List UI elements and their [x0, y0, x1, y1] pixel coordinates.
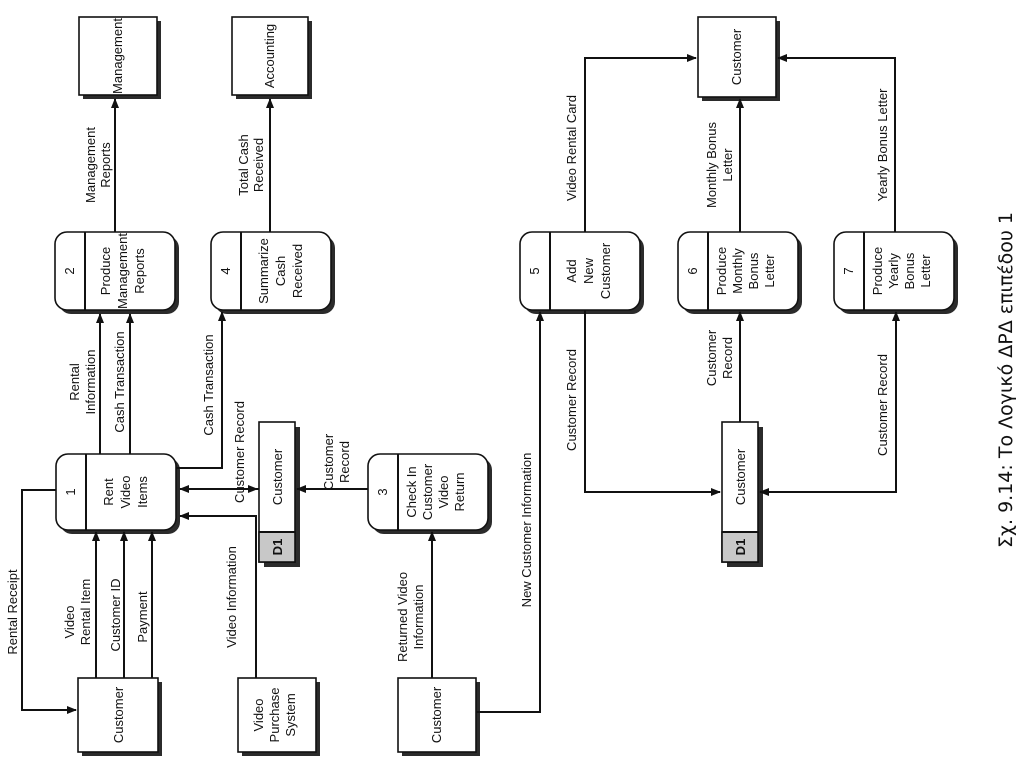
- flow-label: Rental Item: [78, 579, 93, 645]
- process-5-line: Customer: [598, 242, 613, 299]
- flow-label: Video: [62, 605, 77, 638]
- process-4-line: Received: [290, 244, 305, 298]
- process-7-produce-yearly-bonus-letter: 7 Produce Yearly Bonus Letter: [833, 231, 958, 314]
- flow-label: Customer ID: [108, 579, 123, 652]
- process-6-id: 6: [685, 267, 700, 274]
- flow-lines: [21, 54, 900, 714]
- process-4-summarize-cash-received: 4 Summarize Cash Received: [210, 231, 335, 314]
- flow-video-rental-card-line: [584, 54, 697, 232]
- process-6-line: Bonus: [746, 252, 761, 289]
- flow-customer-record-5-line: [760, 311, 900, 493]
- entity-accounting-label: Accounting: [262, 24, 277, 88]
- flow-label: New Customer Information: [519, 453, 534, 608]
- flow-label: Cash Transaction: [112, 331, 127, 432]
- process-3-line: Customer: [420, 463, 435, 520]
- data-store-label: Customer: [270, 448, 285, 505]
- process-3-check-in-customer-video-return: 3 Check In Customer Video Return: [367, 453, 492, 534]
- process-3-line: Return: [452, 472, 467, 511]
- flow-new-customer-information-line: [476, 311, 544, 713]
- flow-label: Cash Transaction: [201, 334, 216, 435]
- process-6-produce-monthly-bonus-letter: 6 Produce Monthly Bonus Letter: [677, 231, 802, 314]
- process-1-rent-video-items: 1 Rent Video Items: [55, 453, 180, 534]
- entity-management-label: Management: [110, 18, 125, 94]
- flow-rental-receipt-line: [21, 489, 77, 714]
- entity-management: Management: [78, 16, 161, 99]
- process-7-line: Produce: [870, 247, 885, 295]
- flow-label: Customer: [704, 329, 719, 386]
- process-2-line: Management: [115, 233, 130, 309]
- flow-label: Letter: [720, 148, 735, 182]
- flow-label: Rental Receipt: [5, 569, 20, 655]
- process-7-line: Yearly: [886, 253, 901, 289]
- entity-video-purchase-system: Video Purchase System: [237, 677, 320, 756]
- process-3-id: 3: [375, 488, 390, 495]
- entity-customer-mid: Customer: [397, 677, 480, 756]
- process-2-produce-management-reports: 2 Produce Management Reports: [54, 231, 179, 314]
- flow-label: Video Information: [224, 546, 239, 648]
- flow-label: Information: [411, 584, 426, 649]
- process-4-line: Summarize: [256, 238, 271, 304]
- process-5-line: New: [581, 257, 596, 284]
- process-6-line: Produce: [714, 247, 729, 295]
- flow-label: Monthly Bonus: [704, 122, 719, 208]
- entity-customer-top-right: Customer: [697, 16, 780, 101]
- process-1-line: Items: [135, 476, 150, 508]
- data-store-d1-customer-left: Customer D1: [258, 421, 300, 567]
- flow-label: Rental: [67, 363, 82, 401]
- process-1-line: Video: [118, 475, 133, 508]
- process-7-line: Letter: [918, 254, 933, 288]
- vps-line-3: System: [283, 693, 298, 736]
- figure-caption: Σχ. 9.14: Το Λογικό ΔΡΔ επιπέδου 1: [995, 212, 1017, 548]
- process-2-line: Produce: [98, 247, 113, 295]
- process-1-id: 1: [63, 488, 78, 495]
- flow-label: Video Rental Card: [564, 95, 579, 201]
- flow-label: Payment: [135, 591, 150, 643]
- process-3-line: Video: [436, 475, 451, 508]
- vps-line-1: Video: [251, 698, 266, 731]
- process-6-line: Letter: [762, 254, 777, 288]
- process-7-line: Bonus: [902, 252, 917, 289]
- flow-label: Customer Record: [564, 349, 579, 451]
- process-1-line: Rent: [101, 478, 116, 506]
- process-5-add-new-customer: 5 Add New Customer: [519, 231, 644, 314]
- process-4-id: 4: [218, 267, 233, 274]
- data-store-d1-customer-right: Customer D1: [721, 421, 763, 567]
- flow-label: Yearly Bonus Letter: [875, 88, 890, 202]
- flow-yearly-bonus-line: [777, 54, 896, 232]
- flow-label: Customer Record: [875, 354, 890, 456]
- flow-label: Reports: [98, 142, 113, 188]
- flow-label: Management: [83, 127, 98, 203]
- process-2-id: 2: [62, 267, 77, 274]
- process-6-line: Monthly: [730, 248, 745, 294]
- flow-label: Information: [83, 349, 98, 414]
- entity-customer-label: Customer: [111, 686, 126, 743]
- flow-label: Customer: [321, 433, 336, 490]
- process-5-id: 5: [527, 267, 542, 274]
- process-3-line: Check In: [404, 466, 419, 517]
- flow-label: Record: [720, 337, 735, 379]
- data-store-label: Customer: [733, 448, 748, 505]
- entity-customer-left: Customer: [77, 677, 162, 756]
- flow-label: Received: [251, 138, 266, 192]
- process-5-line: Add: [564, 259, 579, 282]
- process-2-line: Reports: [132, 248, 147, 294]
- data-store-id: D1: [270, 539, 285, 556]
- flow-label: Record: [337, 441, 352, 483]
- flow-customer-record-3-line: [584, 310, 721, 496]
- flow-cash-transaction-2-line: [176, 311, 226, 469]
- entity-accounting: Accounting: [231, 16, 312, 99]
- entity-customer-label: Customer: [429, 686, 444, 743]
- flow-label: Customer Record: [232, 401, 247, 503]
- flow-video-information-line: [179, 512, 257, 678]
- entity-customer-label: Customer: [729, 28, 744, 85]
- flow-label: Total Cash: [236, 134, 251, 195]
- vps-line-2: Purchase: [267, 688, 282, 743]
- process-4-line: Cash: [273, 256, 288, 286]
- flow-label: Returned Video: [395, 572, 410, 662]
- flow-labels: Management Reports Total Cash Received R…: [5, 88, 890, 662]
- process-7-id: 7: [841, 267, 856, 274]
- data-store-id: D1: [733, 539, 748, 556]
